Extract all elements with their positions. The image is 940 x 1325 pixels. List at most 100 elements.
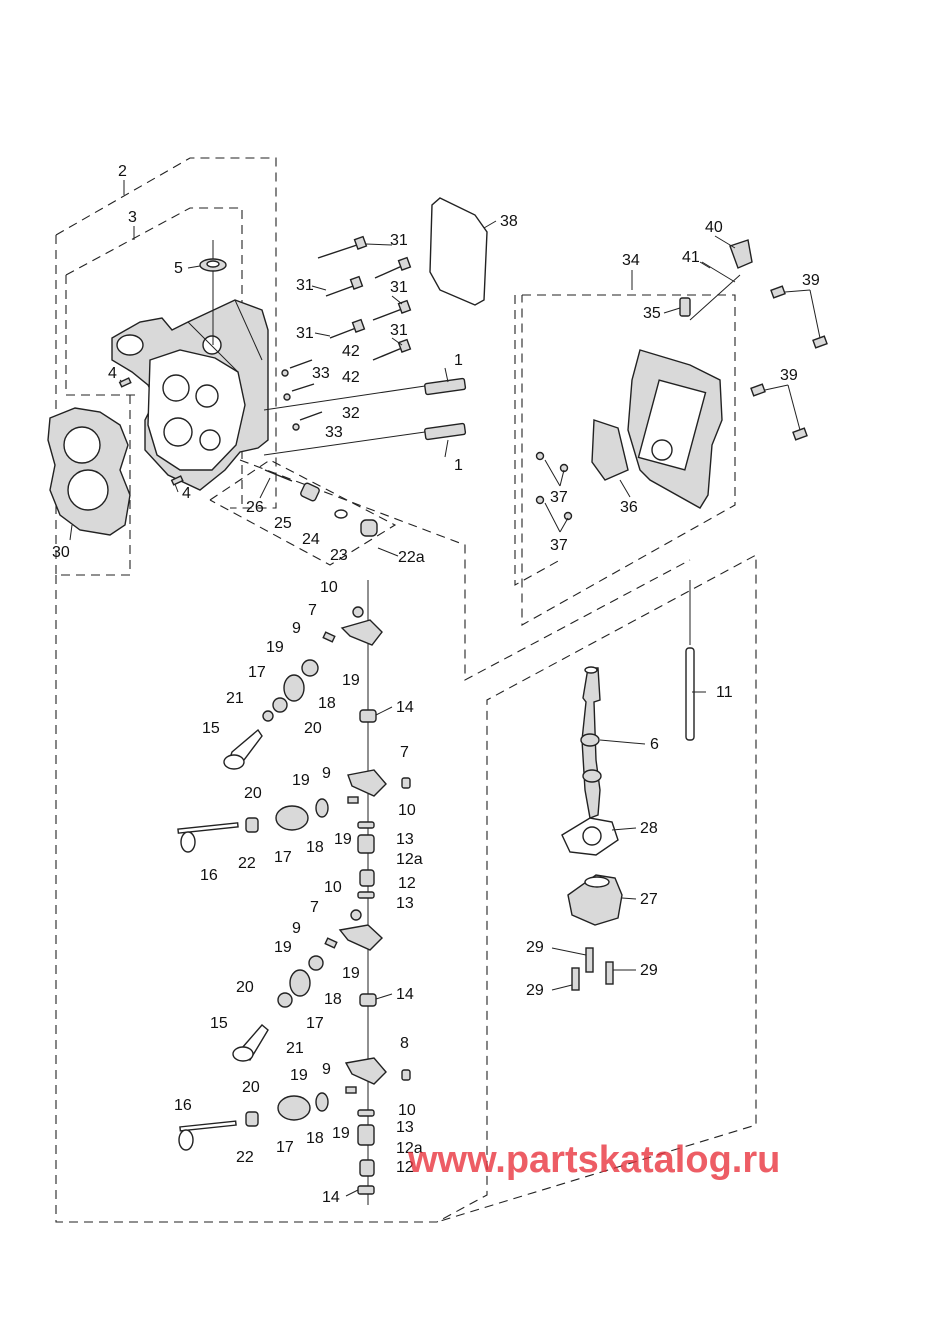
oil-pump [561,817,623,991]
small-bolts [281,359,323,431]
callout-8: 8 [400,1035,409,1052]
callout-37a: 37 [550,489,568,506]
callout-10c: 10 [324,879,342,896]
callout-21a: 21 [226,690,244,707]
callout-30: 30 [52,544,70,561]
callout-9d: 9 [322,1061,331,1078]
callout-31c: 31 [390,279,408,296]
callout-5: 5 [174,260,183,277]
callout-38: 38 [500,213,518,230]
callout-39a: 39 [802,272,820,289]
callout-26: 26 [246,499,264,516]
pushrod-tube [685,580,695,741]
callout-18c: 18 [324,991,342,1008]
callout-24: 24 [302,531,320,548]
camshaft [580,666,602,819]
callout-29c: 29 [526,982,544,999]
callout-27: 27 [640,891,658,908]
callout-13c: 13 [396,1119,414,1136]
valve-train [177,606,411,1195]
callout-9b: 9 [322,765,331,782]
callout-19b: 19 [342,672,360,689]
callout-12a-b: 12a [396,1140,423,1157]
callout-29a: 29 [526,939,544,956]
callout-labels: 2 3 5 4 4 30 31 31 31 31 31 42 33 42 32 … [52,163,820,1206]
callout-7b: 7 [400,744,409,761]
callout-42a: 42 [342,343,360,360]
callout-10b: 10 [398,802,416,819]
head-cover [591,274,741,509]
callout-19h: 19 [332,1125,350,1142]
callout-13b: 13 [396,895,414,912]
callout-33a: 33 [312,365,330,382]
callout-36: 36 [620,499,638,516]
watermark: www.partskatalog.ru [407,1139,780,1181]
callout-32: 32 [342,405,360,422]
callout-7c: 7 [310,899,319,916]
callout-23: 23 [330,547,348,564]
callout-33b: 33 [325,424,343,441]
callout-15b: 15 [210,1015,228,1032]
callout-19f: 19 [342,965,360,982]
callout-41: 41 [682,249,700,266]
assembly-boundaries [55,157,757,1223]
callout-16a: 16 [200,867,218,884]
callout-19c: 19 [292,772,310,789]
callout-13a: 13 [396,831,414,848]
callout-22a-label: 22 [238,855,256,872]
callout-16b: 16 [174,1097,192,1114]
cylinder-head [111,299,269,491]
callout-4a: 4 [108,365,117,382]
callout-42b: 42 [342,369,360,386]
callout-17a: 17 [248,664,266,681]
callout-19g: 19 [290,1067,308,1084]
callout-10d: 10 [398,1102,416,1119]
callout-6: 6 [650,736,659,753]
callout-19e: 19 [274,939,292,956]
thermostat-parts [264,469,378,537]
callout-14b: 14 [396,986,414,1003]
callout-4b: 4 [182,485,191,502]
callout-18b: 18 [306,839,324,856]
callout-37b: 37 [550,537,568,554]
callout-20a: 20 [304,720,322,737]
callout-34: 34 [622,252,640,269]
callout-28: 28 [640,820,658,837]
callout-9c: 9 [292,920,301,937]
callout-2: 2 [118,163,127,180]
oil-seal [199,240,227,345]
callout-25: 25 [274,515,292,532]
callout-1a: 1 [454,352,463,369]
callout-11: 11 [716,684,733,701]
callout-17b: 17 [274,849,292,866]
callout-17c: 17 [306,1015,324,1032]
callout-14a: 14 [396,699,414,716]
callout-12c: 12 [396,1159,414,1176]
callout-3: 3 [128,209,137,226]
callout-35: 35 [643,305,661,322]
callout-20d: 20 [242,1079,260,1096]
callout-17d: 17 [276,1139,294,1156]
callout-1b: 1 [454,457,463,474]
callout-31b: 31 [296,277,314,294]
oil-cap [701,239,753,283]
callout-40: 40 [705,219,723,236]
callout-12b: 12 [398,875,416,892]
callout-7a: 7 [308,602,317,619]
callout-18d: 18 [306,1130,324,1147]
callout-19d: 19 [334,831,352,848]
head-bolts [317,235,412,361]
callout-10a: 10 [320,579,338,596]
callout-15a: 15 [202,720,220,737]
callout-31d: 31 [296,325,314,342]
callout-20c: 20 [236,979,254,996]
head-gasket [47,407,131,536]
callout-22a: 22a [398,549,425,566]
callout-18a: 18 [318,695,336,712]
callout-9a: 9 [292,620,301,637]
dowel-pins [118,377,184,486]
leader-lines [69,180,821,1197]
callout-39b: 39 [780,367,798,384]
spark-plugs [263,377,467,456]
